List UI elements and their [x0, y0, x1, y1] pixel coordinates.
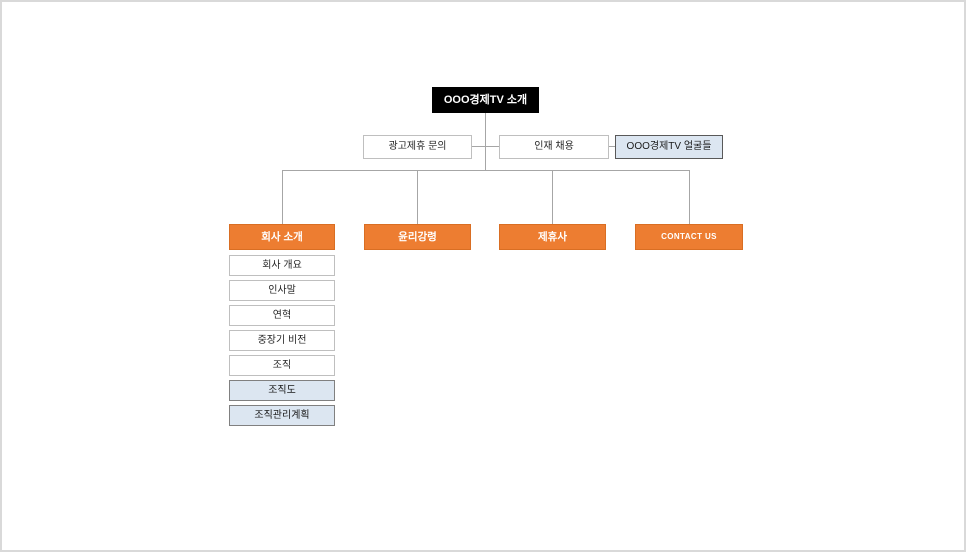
- node-greeting: 인사말: [229, 280, 335, 301]
- node-organization-management-plan: 조직관리계획: [229, 405, 335, 426]
- node-partners: 제휴사: [499, 224, 606, 250]
- connector-root-vertical: [485, 113, 486, 170]
- connector-drop-partners: [552, 170, 553, 224]
- connector-row2-left: [472, 146, 499, 147]
- connector-main-horizontal: [282, 170, 689, 171]
- connector-drop-ethics: [417, 170, 418, 224]
- node-ad-partnership-inquiry: 광고제휴 문의: [363, 135, 472, 159]
- node-code-of-ethics: 윤리강령: [364, 224, 471, 250]
- node-mid-long-term-vision: 중장기 비전: [229, 330, 335, 351]
- node-company-overview: 회사 개요: [229, 255, 335, 276]
- connector-drop-contact: [689, 170, 690, 224]
- node-root-title: OOO경제TV 소개: [432, 87, 539, 113]
- connector-row2-right: [609, 146, 615, 147]
- connector-drop-company-intro: [282, 170, 283, 224]
- node-company-intro: 회사 소개: [229, 224, 335, 250]
- node-organization-chart: 조직도: [229, 380, 335, 401]
- node-recruitment: 인재 채용: [499, 135, 609, 159]
- node-organization: 조직: [229, 355, 335, 376]
- node-contact-us: CONTACT US: [635, 224, 743, 250]
- node-tv-faces: OOO경제TV 얼굴들: [615, 135, 723, 159]
- node-history: 연혁: [229, 305, 335, 326]
